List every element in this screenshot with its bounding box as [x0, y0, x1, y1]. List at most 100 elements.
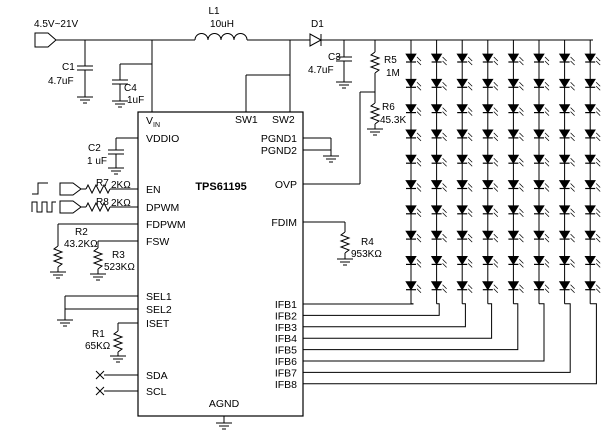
led-diode	[584, 180, 596, 190]
led-emission-arrow	[493, 284, 499, 289]
led-emission-arrow	[544, 136, 550, 142]
r7-ref-label: R7	[96, 178, 109, 189]
diode-symbol	[309, 33, 323, 47]
led-diode	[584, 154, 596, 164]
pin-sw2: SW2	[272, 114, 295, 126]
led-emission-arrow	[595, 86, 601, 91]
led-emission-arrow	[570, 132, 575, 138]
led-emission-arrow	[467, 208, 473, 214]
led-diode	[482, 230, 494, 240]
led-diode	[507, 104, 520, 114]
led-emission-arrow	[467, 161, 473, 167]
led-diode	[584, 205, 596, 215]
r4-value-label: 953KΩ	[351, 249, 382, 260]
led-emission-arrow	[442, 183, 447, 188]
led-emission-arrow	[570, 212, 575, 218]
pin-dpwm: DPWM	[146, 202, 179, 214]
pin-vddio: VDDIO	[146, 133, 179, 145]
led-emission-arrow	[416, 111, 422, 116]
r7-value-label: 2KΩ	[111, 180, 131, 191]
led-emission-arrow	[493, 263, 499, 268]
led-emission-arrow	[467, 136, 473, 142]
led-emission-arrow	[416, 288, 422, 293]
led-emission-arrow	[493, 107, 499, 112]
led-emission-arrow	[570, 86, 575, 91]
led-diode	[430, 154, 443, 164]
led-diode	[482, 154, 494, 164]
led-emission-arrow	[493, 136, 499, 142]
led-emission-arrow	[442, 107, 447, 112]
led-diode	[558, 230, 571, 240]
led-diode	[456, 154, 468, 164]
pin-agnd: AGND	[209, 398, 240, 410]
r3-ref-label: R3	[112, 250, 125, 261]
led-emission-arrow	[467, 187, 473, 192]
led-emission-arrow	[493, 56, 499, 62]
led-diode	[533, 129, 545, 139]
ground-symbol	[77, 96, 93, 104]
led-emission-arrow	[570, 208, 575, 214]
pin-sda: SDA	[146, 370, 168, 382]
c2-ref-label: C2	[88, 143, 101, 154]
led-diode	[558, 78, 571, 89]
c2-value-label: 1 uF	[87, 156, 107, 167]
led-diode	[405, 53, 417, 63]
led-emission-arrow	[519, 157, 524, 163]
led-emission-arrow	[544, 82, 550, 87]
c4-value-label: 1uF	[127, 95, 144, 106]
led-diode	[482, 205, 494, 215]
led-emission-arrow	[467, 56, 473, 62]
led-diode	[558, 129, 571, 139]
led-emission-arrow	[442, 60, 447, 66]
led-emission-arrow	[519, 288, 524, 293]
led-emission-arrow	[544, 132, 550, 138]
ifb-feedback-wire	[303, 303, 545, 362]
led-diode	[405, 255, 417, 266]
led-emission-arrow	[595, 136, 601, 142]
led-emission-arrow	[442, 284, 447, 289]
led-emission-arrow	[493, 157, 499, 163]
led-emission-arrow	[544, 86, 550, 91]
led-emission-arrow	[570, 187, 575, 192]
pin-ifb: IFB3	[275, 322, 297, 334]
r3-value-label: 523KΩ	[104, 262, 135, 273]
led-emission-arrow	[595, 161, 601, 167]
r8-value-label: 2KΩ	[111, 198, 131, 209]
led-diode	[482, 104, 494, 114]
led-diode	[507, 205, 520, 215]
r1-value-label: 65KΩ	[85, 341, 111, 352]
led-emission-arrow	[519, 82, 524, 87]
led-emission-arrow	[493, 237, 499, 243]
led-emission-arrow	[570, 107, 575, 112]
r1-resistor-symbol	[112, 330, 124, 353]
r4-ref-label: R4	[361, 237, 374, 248]
led-diode	[507, 53, 520, 63]
led-emission-arrow	[493, 259, 499, 264]
pin-ifb: IFB6	[275, 356, 297, 368]
led-emission-arrow	[595, 237, 601, 243]
led-emission-arrow	[467, 259, 473, 264]
led-emission-arrow	[570, 237, 575, 243]
led-diode	[584, 281, 596, 291]
led-emission-arrow	[570, 161, 575, 167]
led-diode	[558, 53, 571, 63]
led-emission-arrow	[467, 284, 473, 289]
pin-ifb: IFB7	[275, 367, 297, 379]
led-emission-arrow	[544, 259, 550, 264]
led-diode	[482, 53, 494, 63]
led-emission-arrow	[595, 132, 601, 138]
led-diode	[405, 205, 417, 215]
led-emission-arrow	[595, 284, 601, 289]
led-emission-arrow	[595, 107, 601, 112]
led-diode	[558, 180, 571, 190]
r5-resistor-symbol	[369, 51, 381, 74]
led-diode	[456, 255, 468, 266]
led-emission-arrow	[595, 259, 601, 264]
led-emission-arrow	[442, 136, 447, 142]
led-diode	[482, 281, 494, 291]
led-diode	[456, 230, 468, 240]
led-emission-arrow	[416, 136, 422, 142]
